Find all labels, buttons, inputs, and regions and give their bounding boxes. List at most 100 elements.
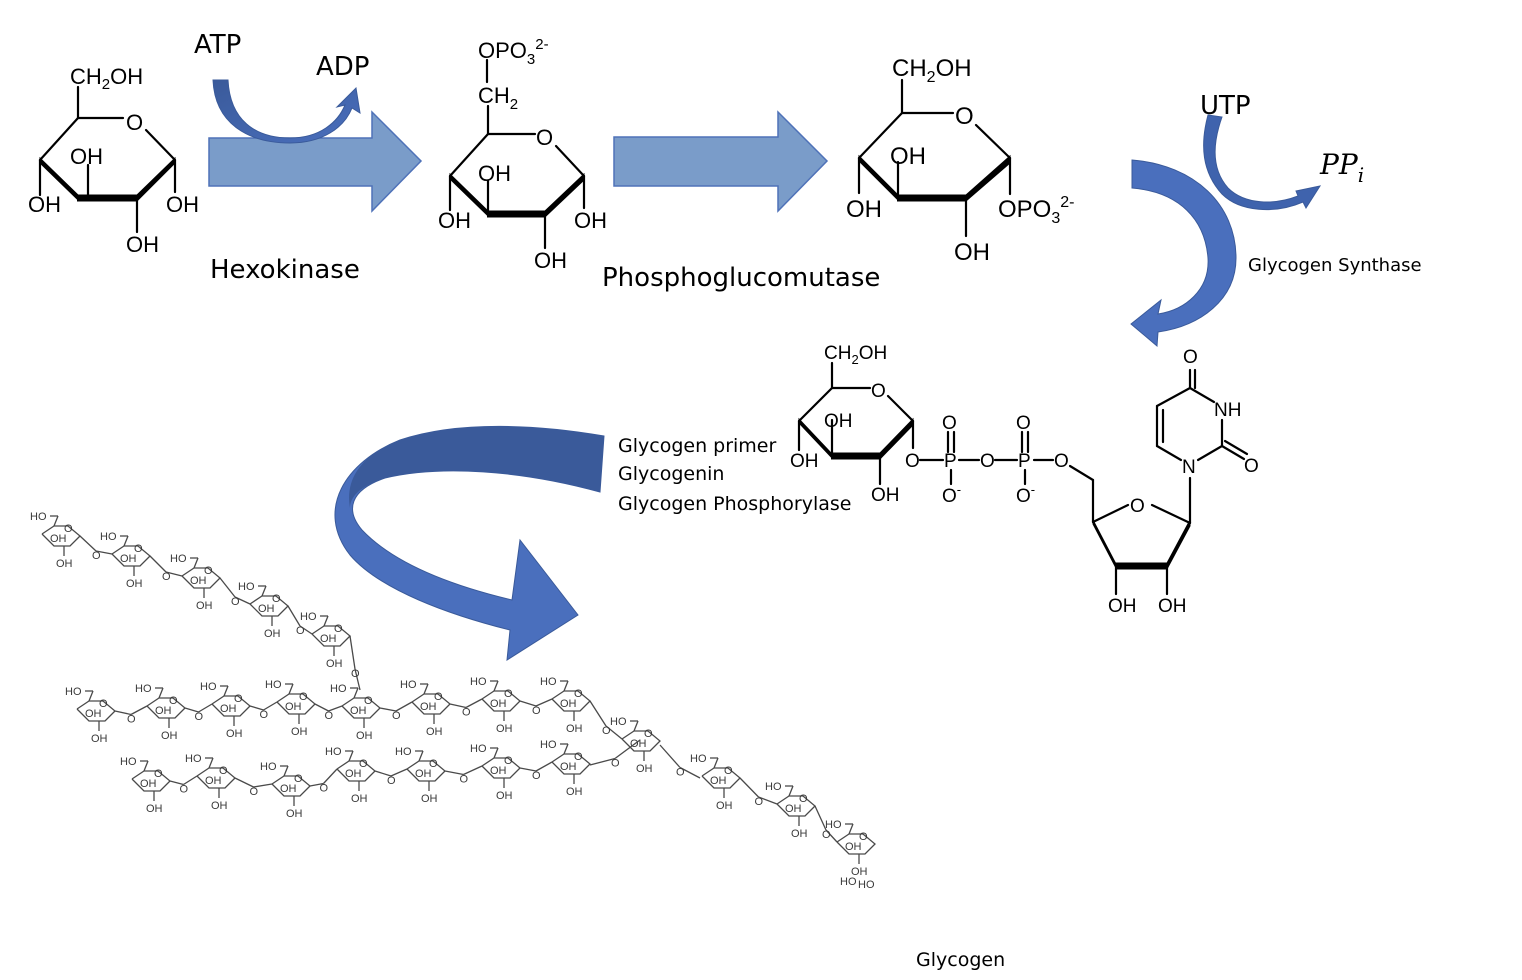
ch2oh-bond [223, 685, 229, 697]
glycosidic-bond [390, 768, 408, 777]
oh-label: OH [126, 578, 143, 590]
ho-label: HO [65, 686, 82, 698]
glycosidic-bond [614, 739, 641, 760]
g1p-ch2oh-label: CH2OH [892, 55, 972, 86]
ring-o-label: O [169, 695, 178, 707]
glycosidic-o-label: O [611, 758, 620, 770]
oh-label: OH [50, 533, 67, 545]
ch2oh-bond [788, 785, 794, 797]
ring-o-label: O [799, 793, 808, 805]
glycosidic-o-label: O [532, 770, 541, 782]
ch2oh-bond [143, 760, 149, 772]
ring-o-label: O [434, 691, 443, 703]
glycosidic-bond [519, 767, 537, 772]
oh-label: OH [140, 778, 157, 790]
glucose-molecule: CH2OH O OH OH OH OH [28, 64, 199, 257]
oh-label: OH [285, 701, 302, 713]
oh-label: OH [190, 575, 207, 587]
glucose-oh-c1: OH [166, 192, 199, 217]
ch2oh-bond [423, 683, 429, 695]
ho-label: HO [100, 531, 117, 543]
glycosidic-o-label: O [602, 725, 611, 737]
ch2oh-bond [323, 615, 329, 627]
glycosidic-bond [465, 698, 483, 709]
oh-label: OH [420, 701, 437, 713]
glycosidic-bond [589, 757, 616, 766]
glycosidic-o-label: O [392, 710, 401, 722]
ch2oh-bond [418, 750, 424, 762]
glycosidic-o-label: O [231, 596, 240, 608]
glycosidic-o-label: O [325, 710, 334, 722]
ho-label: HO [400, 679, 417, 691]
glycosidic-bond [374, 770, 392, 777]
udpg-p1-double-o: O [942, 413, 957, 434]
ch2oh-bond [208, 757, 214, 769]
uracil-c4-oxygen: O [1183, 347, 1198, 368]
ch2oh-bond [713, 757, 719, 769]
glycosidic-bond [219, 577, 236, 598]
glycosidic-bond [825, 829, 838, 843]
ho-label: HO [238, 581, 255, 593]
udpg-p2-o-minus: O- [1016, 482, 1035, 507]
glycogen-synthase-reaction-arrow [1130, 114, 1322, 348]
glycosidic-bond [114, 710, 132, 716]
ch2oh-bond [53, 515, 59, 527]
oh-label: OH [205, 775, 222, 787]
glycosidic-o-label: O [180, 784, 189, 796]
ch2oh-bond [123, 535, 129, 547]
glycosidic-o-label: O [127, 714, 136, 726]
oh-label: OH [211, 800, 228, 812]
oh-label: OH [785, 803, 802, 815]
glycosidic-bond [328, 705, 343, 712]
glycosidic-bond [463, 765, 483, 776]
ring-o-label: O [364, 695, 373, 707]
ch2oh-bond [493, 680, 499, 692]
glycosidic-bond [249, 705, 264, 711]
ho-label: HO [690, 753, 707, 765]
phosphoglucomutase-label: Phosphoglucomutase [602, 263, 880, 293]
glycogen-caption: Glycogen [916, 949, 1005, 971]
ring-o-label: O [299, 691, 308, 703]
udpg-oh-c4: OH [790, 451, 819, 472]
oh-label: OH [85, 708, 102, 720]
glycosidic-bond [183, 775, 198, 786]
oh-label: OH [280, 783, 297, 795]
oh-label: OH [630, 738, 647, 750]
g6p-oh-c4: OH [438, 208, 471, 233]
glycosidic-o-label: O [387, 775, 396, 787]
glycosidic-bond [95, 550, 113, 555]
glycosidic-bond [130, 705, 148, 716]
ring-o-label: O [724, 765, 733, 777]
oh-label: OH [326, 658, 343, 670]
ring-o-label: O [64, 523, 73, 535]
ring-o-label: O [644, 728, 653, 740]
oh-label: OH [286, 808, 303, 820]
utp-label: UTP [1200, 91, 1251, 121]
glucose-1-phosphate-molecule: CH2OH O OH OH OPO32- OH [846, 55, 1074, 266]
oh-label: OH [196, 600, 213, 612]
ring-o-label: O [859, 831, 868, 843]
ch2oh-bond [493, 747, 499, 759]
udpg-o-bridge: O [980, 451, 995, 472]
ho-label: HO [260, 761, 277, 773]
ho-label: HO [120, 756, 137, 768]
ribose-oh-3: OH [1158, 596, 1187, 617]
oh-label: OH [146, 803, 163, 815]
udpg-ch2oh-label: CH2OH [824, 343, 887, 367]
glycosidic-bond [234, 777, 254, 788]
ho-label: HO [540, 739, 557, 751]
g1p-ring-oxygen: O [955, 103, 974, 130]
udpg-oh-c3: OH [824, 411, 853, 432]
oh-label: OH [560, 698, 577, 710]
glycosidic-bond [739, 777, 759, 798]
glycosidic-o-label: O [676, 767, 685, 779]
glycosidic-bond [165, 571, 183, 577]
ch2oh-bond [158, 687, 164, 699]
ho-label: HO [858, 879, 875, 891]
oh-label: OH [91, 733, 108, 745]
glucose-ch2oh-label: CH2OH [70, 64, 143, 93]
udpg-p1-o-minus: O- [942, 482, 961, 507]
g1p-phosphate-label: OPO32- [998, 194, 1074, 227]
ho-label: HO [610, 716, 627, 728]
